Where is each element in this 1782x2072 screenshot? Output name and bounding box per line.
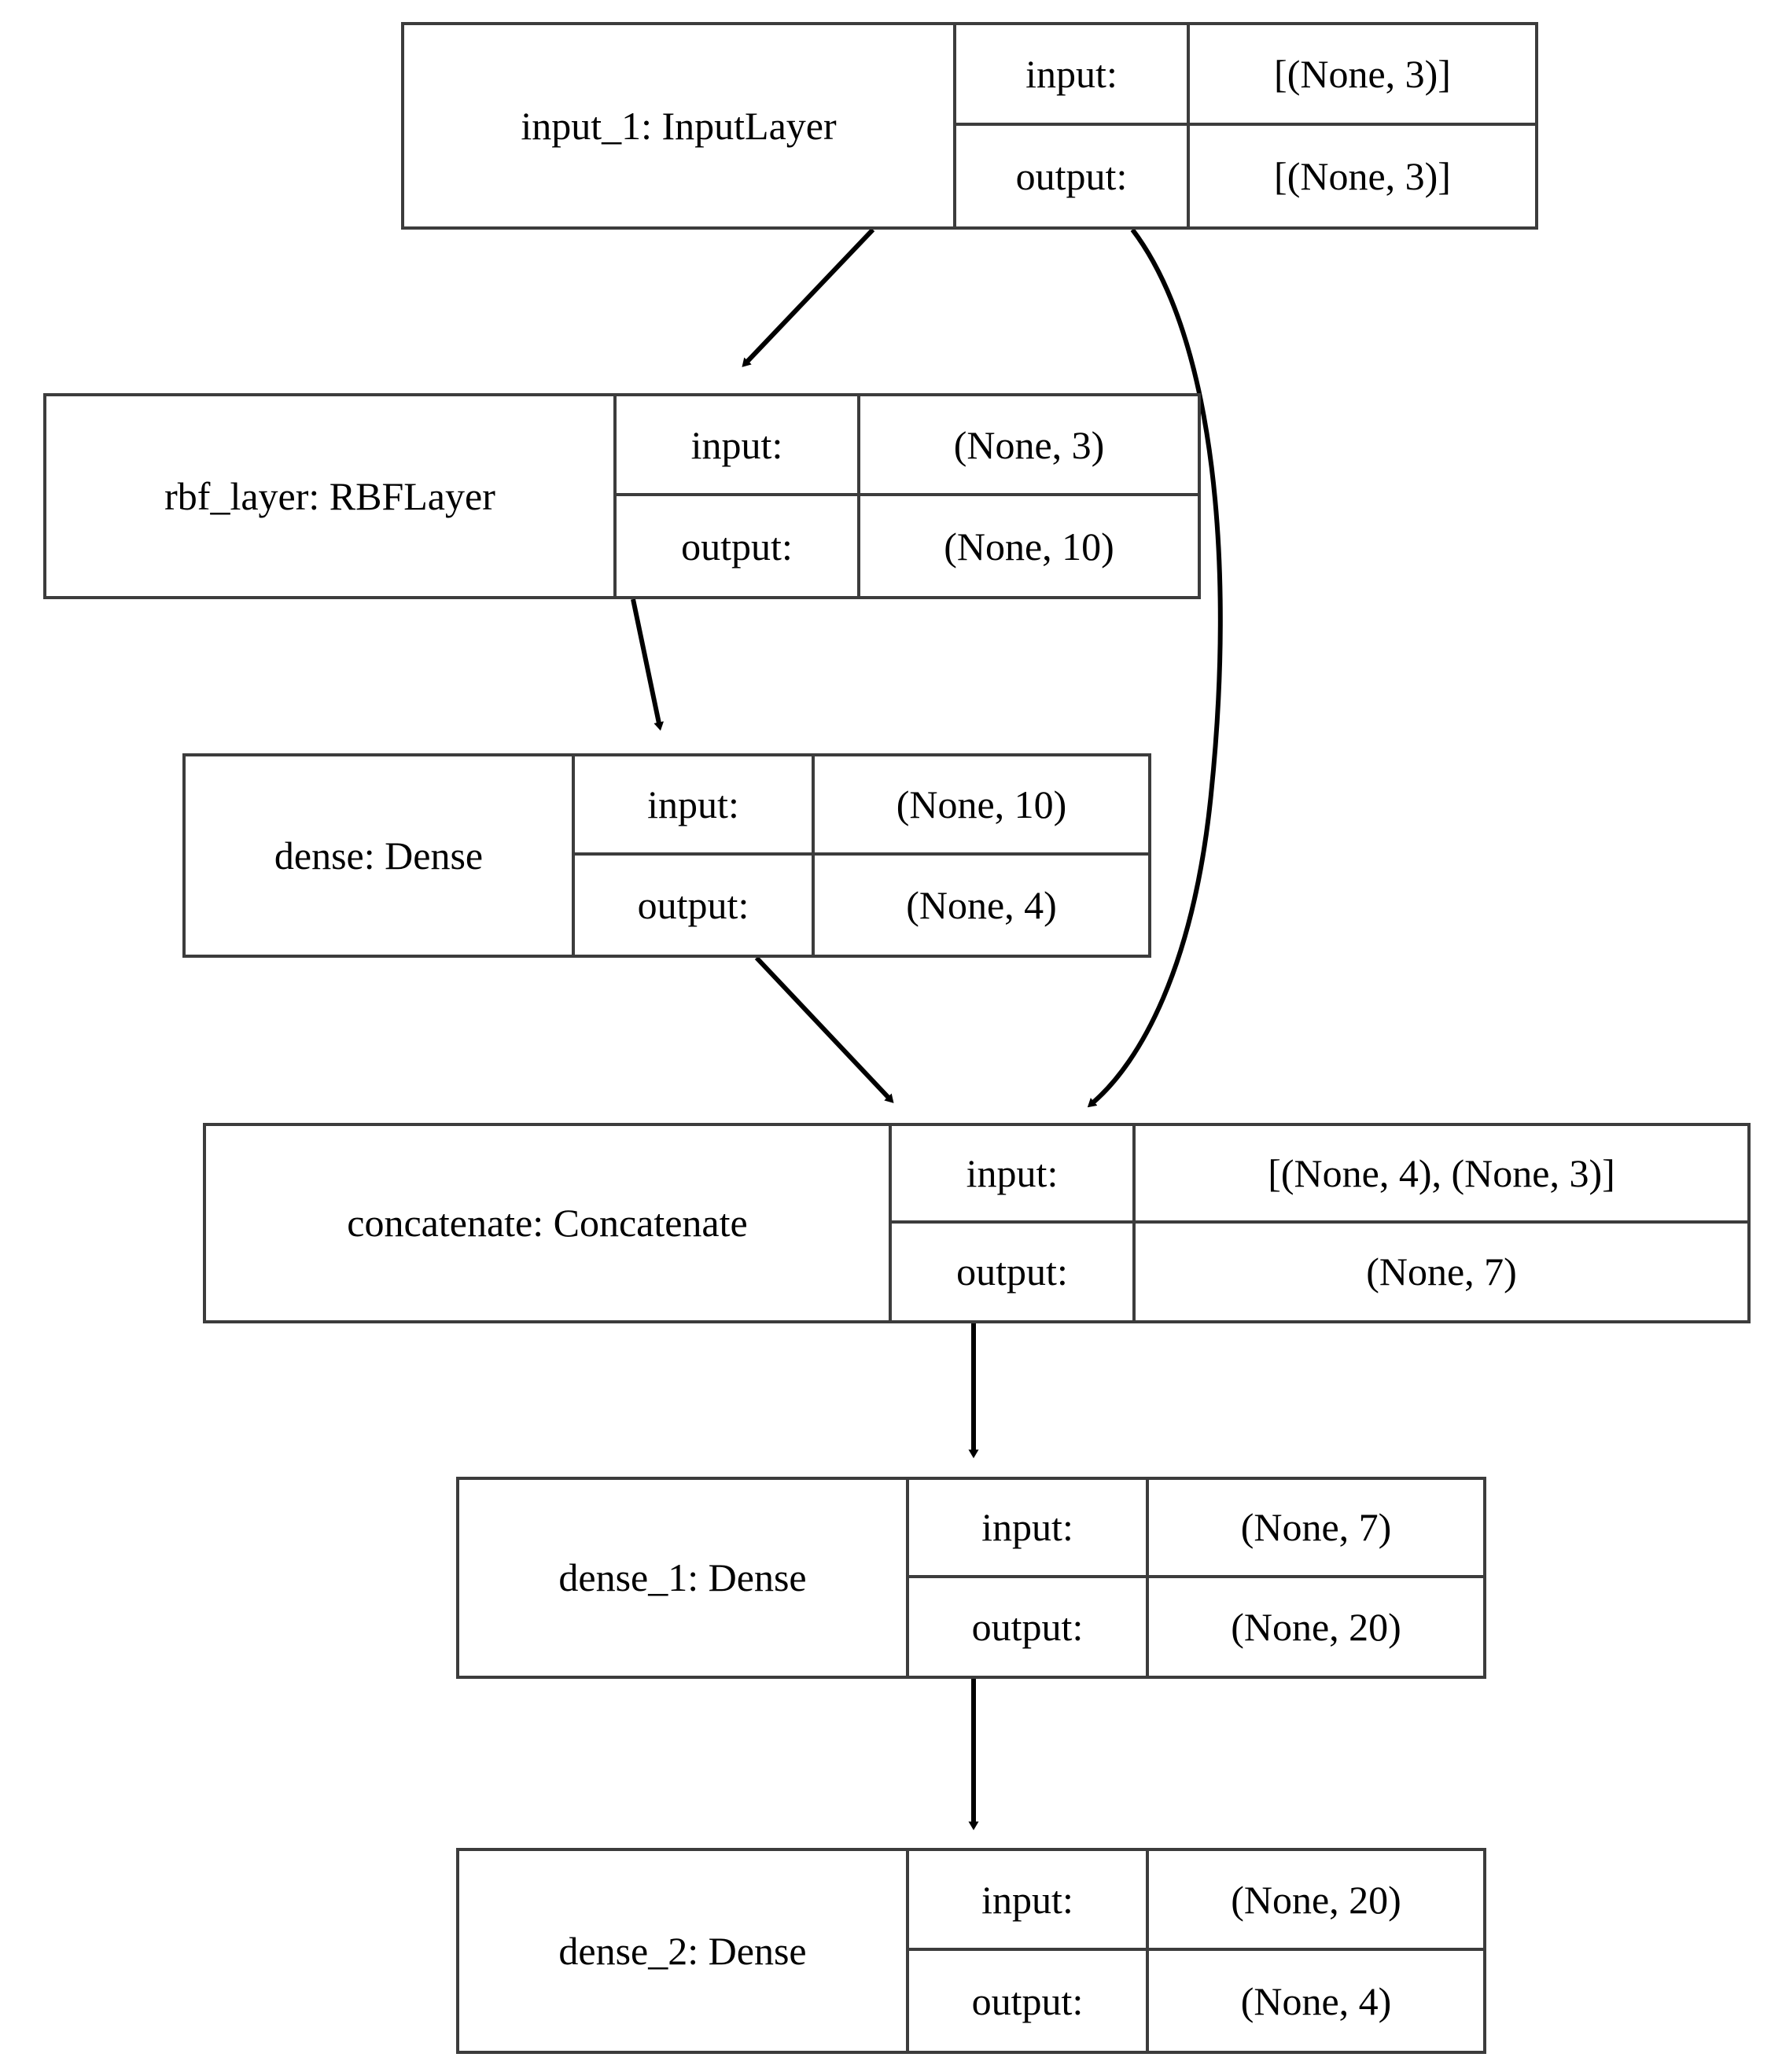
node-dense_2[interactable]: dense_2: Dense input: (None, 20) output:… [456, 1848, 1486, 2054]
node-rbf_layer-output-row: output: (None, 10) [617, 496, 1198, 596]
node-rbf_layer-input-shape: (None, 3) [953, 422, 1105, 467]
node-concatenate[interactable]: concatenate: Concatenate input: [(None, … [203, 1123, 1751, 1323]
node-input_1-input-label: input: [956, 25, 1190, 123]
node-dense_2-io: input: (None, 20) output: (None, 4) [909, 1851, 1483, 2051]
node-dense_1-input-row: input: (None, 7) [909, 1480, 1483, 1578]
node-concatenate-input-shape: [(None, 4), (None, 3)] [1268, 1150, 1615, 1195]
node-input_1-input-row: input: [(None, 3)] [956, 25, 1535, 126]
node-dense[interactable]: dense: Dense input: (None, 10) output: (… [182, 753, 1151, 958]
node-dense-output-label: output: [575, 856, 815, 955]
node-dense_2-output-label: output: [909, 1951, 1149, 2051]
node-input_1-io: input: [(None, 3)] output: [(None, 3)] [956, 25, 1535, 226]
node-dense_1-output-shape: (None, 20) [1231, 1604, 1401, 1649]
node-dense_2-output-row: output: (None, 4) [909, 1951, 1483, 2051]
edge-dense-to-concatenate [754, 955, 894, 1103]
node-dense-io: input: (None, 10) output: (None, 4) [575, 756, 1148, 955]
node-dense-output-row: output: (None, 4) [575, 856, 1148, 955]
node-dense_2-input-shape: (None, 20) [1231, 1877, 1401, 1922]
node-rbf_layer-input-label: input: [617, 396, 860, 493]
node-concatenate-output-row: output: (None, 7) [892, 1223, 1747, 1320]
node-rbf_layer-output-label: output: [617, 496, 860, 596]
node-concatenate-output-shape: (None, 7) [1366, 1249, 1517, 1294]
node-dense_1-output-label: output: [909, 1577, 1149, 1676]
node-concatenate-output-label: output: [892, 1223, 1136, 1320]
node-input_1-output-label: output: [956, 126, 1190, 226]
edge-input_1-to-rbf_layer [742, 227, 875, 367]
node-concatenate-io: input: [(None, 4), (None, 3)] output: (N… [892, 1126, 1747, 1320]
node-input_1[interactable]: input_1: InputLayer input: [(None, 3)] o… [401, 22, 1538, 230]
node-input_1-output-shape: [(None, 3)] [1274, 154, 1451, 198]
node-rbf_layer-output-shape: (None, 10) [944, 524, 1114, 569]
node-dense_1-input-shape: (None, 7) [1240, 1505, 1392, 1550]
node-dense-title: dense: Dense [186, 756, 575, 955]
node-dense-input-shape: (None, 10) [896, 782, 1067, 826]
node-dense-output-shape: (None, 4) [906, 883, 1057, 927]
node-rbf_layer-input-row: input: (None, 3) [617, 396, 1198, 496]
node-input_1-output-row: output: [(None, 3)] [956, 126, 1535, 226]
node-input_1-input-shape: [(None, 3)] [1274, 52, 1451, 96]
node-concatenate-title: concatenate: Concatenate [206, 1126, 892, 1320]
node-rbf_layer-title: rbf_layer: RBFLayer [46, 396, 617, 596]
node-dense_1-input-label: input: [909, 1480, 1149, 1575]
node-rbf_layer[interactable]: rbf_layer: RBFLayer input: (None, 3) out… [43, 393, 1201, 599]
node-dense_1-output-row: output: (None, 20) [909, 1577, 1483, 1676]
node-dense_2-output-shape: (None, 4) [1240, 1978, 1392, 2023]
node-dense_2-input-label: input: [909, 1851, 1149, 1948]
node-dense_2-title: dense_2: Dense [459, 1851, 909, 2051]
node-concatenate-input-row: input: [(None, 4), (None, 3)] [892, 1126, 1747, 1224]
node-dense-input-label: input: [575, 756, 815, 852]
node-rbf_layer-io: input: (None, 3) output: (None, 10) [617, 396, 1198, 596]
node-dense_1-title: dense_1: Dense [459, 1480, 909, 1676]
node-dense_2-input-row: input: (None, 20) [909, 1851, 1483, 1951]
node-dense_1-io: input: (None, 7) output: (None, 20) [909, 1480, 1483, 1676]
node-concatenate-input-label: input: [892, 1126, 1136, 1220]
edge-rbf_layer-to-dense [631, 598, 665, 731]
edge-input_1-to-concatenate [1087, 228, 1223, 1108]
node-dense-input-row: input: (None, 10) [575, 756, 1148, 856]
node-dense_1[interactable]: dense_1: Dense input: (None, 7) output: … [456, 1477, 1486, 1679]
node-input_1-title: input_1: InputLayer [404, 25, 956, 226]
